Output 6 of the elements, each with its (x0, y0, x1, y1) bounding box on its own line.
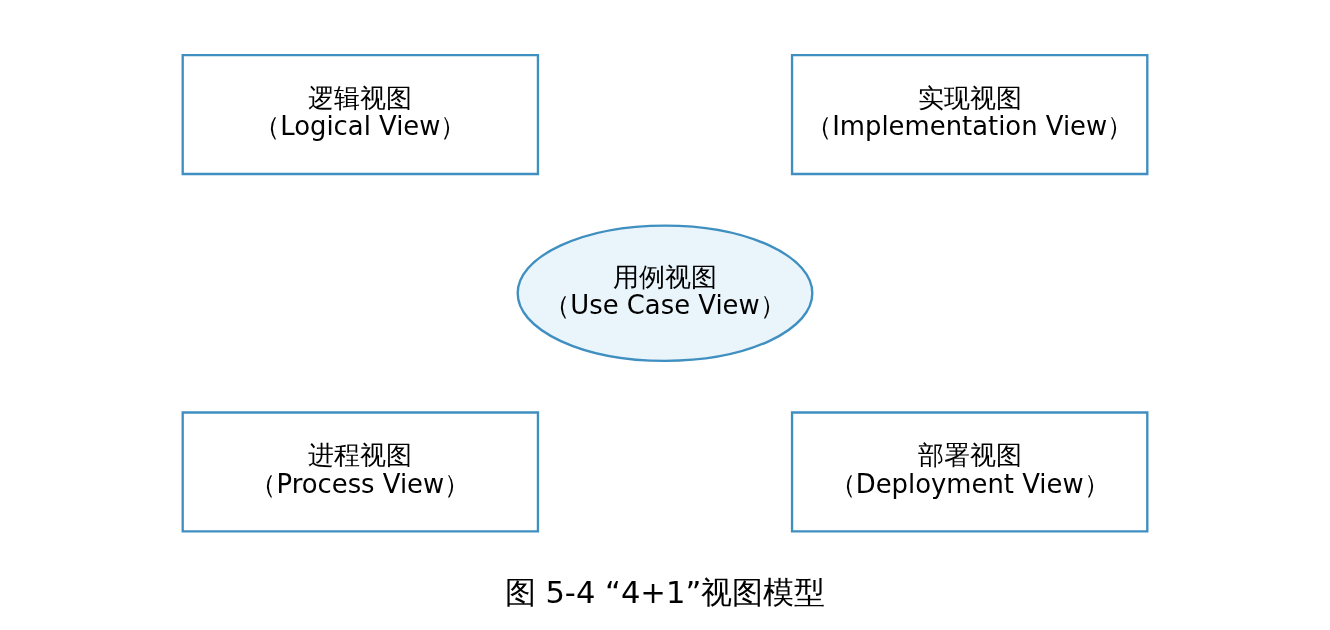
node-box: 进程视图 （Process View） (181, 411, 540, 533)
node-ellipse: 用例视图 （Use Case View） (516, 224, 814, 363)
caption: 图 5-4 “4+1”视图模型 (504, 574, 826, 610)
node-box: 部署视图 （Deployment View） (790, 411, 1149, 533)
node-box: 逻辑视图 （Logical View） (181, 53, 540, 176)
node-box: 实现视图 （Implementation View） (790, 53, 1149, 176)
